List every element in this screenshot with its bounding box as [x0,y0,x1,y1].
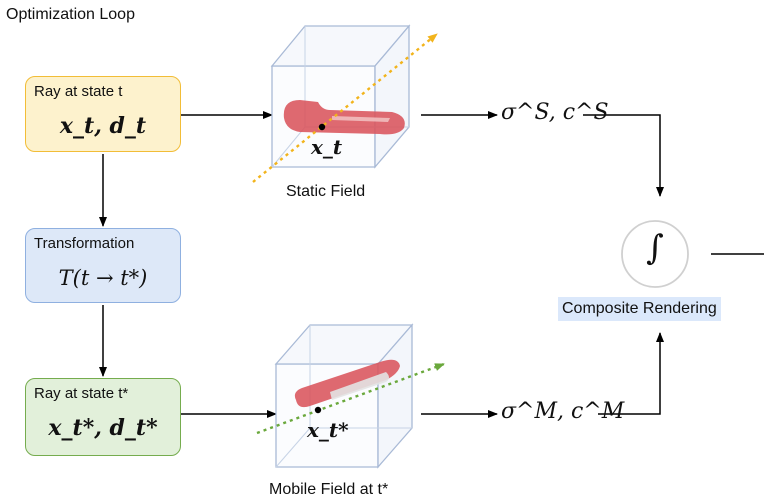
static-ray-line [252,33,438,183]
composite-circle [621,220,689,288]
arrow-static-to-composite [583,114,664,197]
static-object-shape [283,100,405,135]
integral-symbol: ∫ [646,228,664,268]
composite-rendering-label: Composite Rendering [558,297,721,321]
mobile-ray-line [256,362,445,435]
arrow-mobile-to-composite [598,332,664,415]
ray-state-t-label: Ray at state t [34,83,123,100]
static-sample-point [318,123,326,131]
transformation-math: T(t → t*) [58,266,148,290]
ray-state-tstar-math: x_t*, d_t* [48,415,158,441]
mobile-field-caption: Mobile Field at t* [269,481,389,498]
ray-state-tstar-label: Ray at state t* [34,385,129,402]
diagram-title: Optimization Loop [6,6,135,23]
mobile-output-label: σ^M, c^M [501,399,625,424]
transformation-label: Transformation [34,235,135,252]
ray-state-t-math: x_t, d_t [59,113,147,139]
static-point-label: x_t [311,135,343,159]
ray-state-t-node: Ray at state t x_t, d_t [25,76,181,152]
static-output-label: σ^S, c^S [501,100,609,125]
mobile-object-shape [294,359,400,408]
transformation-node: Transformation T(t → t*) [25,228,181,303]
static-field-caption: Static Field [286,183,366,200]
ray-state-tstar-node: Ray at state t* x_t*, d_t* [25,378,181,456]
mobile-point-label: x_t* [307,418,349,442]
mobile-sample-point [314,406,322,414]
